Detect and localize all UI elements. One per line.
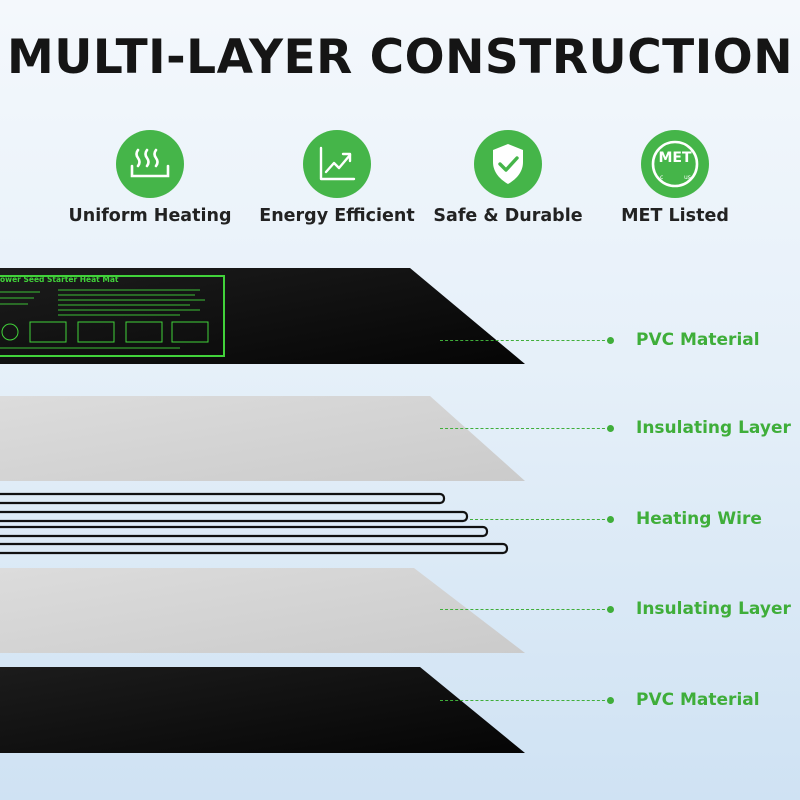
page-title: MULTI-LAYER CONSTRUCTION [6,30,794,85]
feature-safe-durable: Safe & Durable [418,130,598,226]
leader-line [470,515,614,523]
pvc-top-layer: ower Seed Starter Heat Mat [0,268,525,364]
feature-label: Uniform Heating [68,206,232,226]
met-certification-icon: MET c us [641,130,709,198]
mat-printed-title: ower Seed Starter Heat Mat [0,275,119,284]
heat-waves-icon [116,130,184,198]
insulating-layer-2 [0,568,525,653]
feature-label: MET Listed [621,206,729,226]
feature-label: Safe & Durable [433,206,583,226]
met-logo-c: c [660,174,663,181]
layer-label-pvc-bottom: PVC Material [636,690,760,710]
layer-label-insulating-1: Insulating Layer [636,418,791,438]
feature-met-listed: MET c us MET Listed [585,130,765,226]
rising-chart-icon [303,130,371,198]
leader-line [440,605,614,613]
feature-uniform-heating: Uniform Heating [60,130,240,226]
insulating-layer-1 [0,396,525,481]
met-logo-text: MET [658,150,691,166]
leader-line [440,424,614,432]
heating-wire-coils [0,492,509,555]
layer-label-heating-wire: Heating Wire [636,509,762,529]
leader-line [440,336,614,344]
feature-label: Energy Efficient [259,206,415,226]
shield-check-icon [474,130,542,198]
pvc-bottom-layer [0,667,525,753]
met-logo-us: us [684,174,691,181]
layer-label-insulating-2: Insulating Layer [636,599,791,619]
layer-label-pvc-top: PVC Material [636,330,760,350]
leader-line [440,696,614,704]
feature-energy-efficient: Energy Efficient [247,130,427,226]
